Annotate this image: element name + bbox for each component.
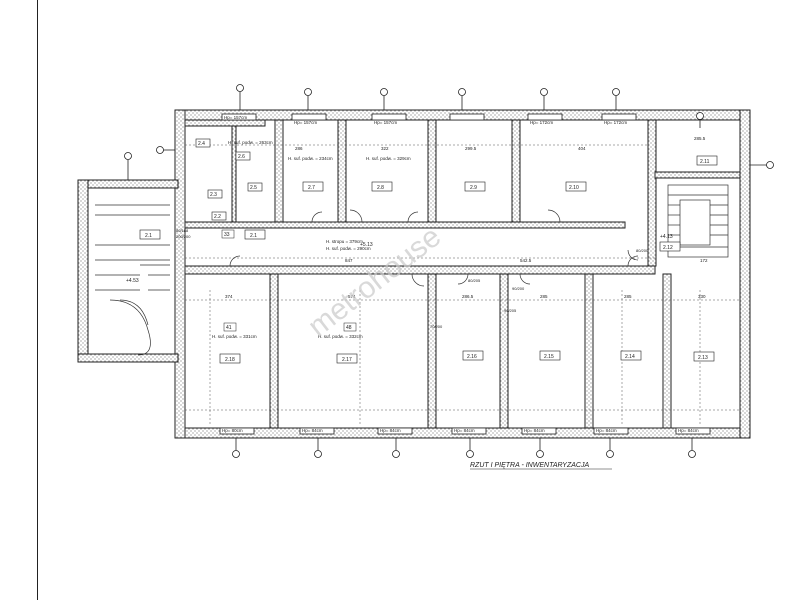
top-dim-4: 404 — [578, 146, 586, 151]
watermark: metrohouse — [302, 220, 447, 344]
window-label-bottom-2: Hp= 84cm — [302, 428, 323, 433]
room-label-2-8: 2.8 — [377, 185, 384, 191]
room-label-2-13: 2.13 — [698, 355, 708, 361]
interior-walls — [184, 119, 741, 429]
window-label-top-1: Hp= 157cm — [224, 115, 247, 120]
level-mark-right: +4.13 — [660, 234, 673, 240]
area-labels: 41 48 33 — [221, 229, 357, 332]
radiator-markers — [124, 84, 774, 458]
room-label-2-9: 2.9 — [470, 185, 477, 191]
window-label-top-5: Hp= 172cm — [604, 120, 627, 125]
window-label-bottom-7: Hp= 84cm — [678, 428, 699, 433]
windows-bottom — [219, 427, 711, 435]
window-label-bottom-1: Hp= 80cm — [222, 428, 243, 433]
bottom-dim-2: 574 — [348, 294, 356, 299]
dimension-lines — [185, 144, 740, 425]
window-label-top-3: Hp= 157cm — [374, 120, 397, 125]
room-labels: 2.1 2.7 2.8 2.9 2.10 2.11 2.12 2.1 2.18 … — [145, 141, 710, 363]
window-height-labels-bottom: Hp= 80cm Hp= 84cm Hp= 84cm Hp= 84cm Hp= … — [222, 428, 699, 433]
left-staircase — [95, 204, 170, 356]
room-label-2-15: 2.15 — [544, 354, 554, 360]
area-corridor: 33 — [224, 232, 230, 238]
ceiling-note-corridor-1: H. stropu = 379cm — [326, 239, 363, 244]
door-mark-3: 70/200 — [430, 324, 443, 329]
bottom-dim-3: 286.5 — [462, 294, 474, 299]
room-label-2-5: 2.5 — [250, 185, 257, 191]
door-mark-2: 200/200 — [176, 234, 191, 239]
level-marks: +4.53 +4.13 +5.13 — [126, 234, 673, 284]
room-label-2-11: 2.11 — [700, 159, 710, 165]
ceiling-height-notes: H. suf. podw. = 234cm H. suf. podw. = 32… — [212, 140, 411, 339]
window-label-bottom-6: Hp= 84cm — [596, 428, 617, 433]
room-label-2-14: 2.14 — [625, 354, 635, 360]
level-mark-stair: +4.53 — [126, 278, 139, 284]
room-label-2-2: 2.2 — [214, 214, 221, 220]
room-label-2-1: 2.1 — [145, 233, 152, 239]
page-margin-line — [37, 0, 38, 600]
bottom-dim-6: 330 — [698, 294, 706, 299]
door-mark-6: 80/200 — [636, 248, 649, 253]
level-mark-corridor: +5.13 — [360, 242, 373, 248]
room-label-2-7: 2.7 — [308, 185, 315, 191]
room-label-2-16: 2.16 — [467, 354, 477, 360]
ceiling-note-2-18: H. suf. podw. = 331cm — [212, 334, 257, 339]
door-mark-7: 90/200 — [512, 286, 525, 291]
top-dim-2: 322 — [381, 146, 389, 151]
dimension-values: 847 542.5 172 286 322 299.5 404 285.5 37… — [225, 136, 708, 299]
drawing-title: RZUT I PIĘTRA - INWENTARYZACJA — [470, 462, 589, 469]
room-label-2-3: 2.3 — [210, 192, 217, 198]
door-marks: 80/188 200/200 70/200 90/205 80/205 80/2… — [176, 228, 649, 329]
ceiling-note-2-7: H. suf. podw. = 234cm — [288, 156, 333, 161]
window-label-bottom-5: Hp= 84cm — [524, 428, 545, 433]
room-label-2-10: 2.10 — [569, 185, 579, 191]
room-label-2-4: 2.4 — [198, 141, 205, 147]
bottom-dim-5: 285 — [624, 294, 632, 299]
windows-top — [221, 113, 637, 121]
corridor-dim-3: 172 — [700, 258, 708, 263]
ceiling-note-2-17: H. suf. podw. = 332cm — [318, 334, 363, 339]
corridor-dim-2: 542.5 — [520, 258, 532, 263]
room-label-2-1b: 2.1 — [250, 233, 257, 239]
door-mark-4: 90/205 — [504, 308, 517, 313]
area-room-2-17: 48 — [346, 325, 352, 331]
top-dim-1: 286 — [295, 146, 303, 151]
bottom-dim-1: 374 — [225, 294, 233, 299]
room-label-2-18: 2.18 — [225, 357, 235, 363]
area-room-2-18: 41 — [226, 325, 232, 331]
room-label-2-17: 2.17 — [342, 357, 352, 363]
doors — [229, 209, 639, 287]
room-label-2-12: 2.12 — [663, 245, 673, 251]
window-label-bottom-3: Hp= 84cm — [380, 428, 401, 433]
top-dim-3: 299.5 — [465, 146, 477, 151]
window-label-top-2: Hp= 157cm — [294, 120, 317, 125]
corridor-dim-1: 847 — [345, 258, 353, 263]
ceiling-note-wc: H. suf. podw. = 263cm — [228, 140, 273, 145]
window-label-top-4: Hp= 172cm — [530, 120, 553, 125]
ceiling-note-corridor-2: H. suf. podw. = 290cm — [326, 246, 371, 251]
room-id-boxes — [139, 138, 718, 364]
door-mark-5: 80/205 — [468, 278, 481, 283]
room-label-2-6: 2.6 — [238, 154, 245, 160]
door-mark-1: 80/188 — [176, 228, 189, 233]
top-dim-5: 285.5 — [694, 136, 706, 141]
ceiling-note-2-8: H. suf. podw. = 329cm — [366, 156, 411, 161]
bottom-dim-4: 285 — [540, 294, 548, 299]
window-label-bottom-4: Hp= 84cm — [454, 428, 475, 433]
window-height-labels-top: Hp= 157cm Hp= 157cm Hp= 157cm Hp= 172cm … — [224, 115, 627, 125]
